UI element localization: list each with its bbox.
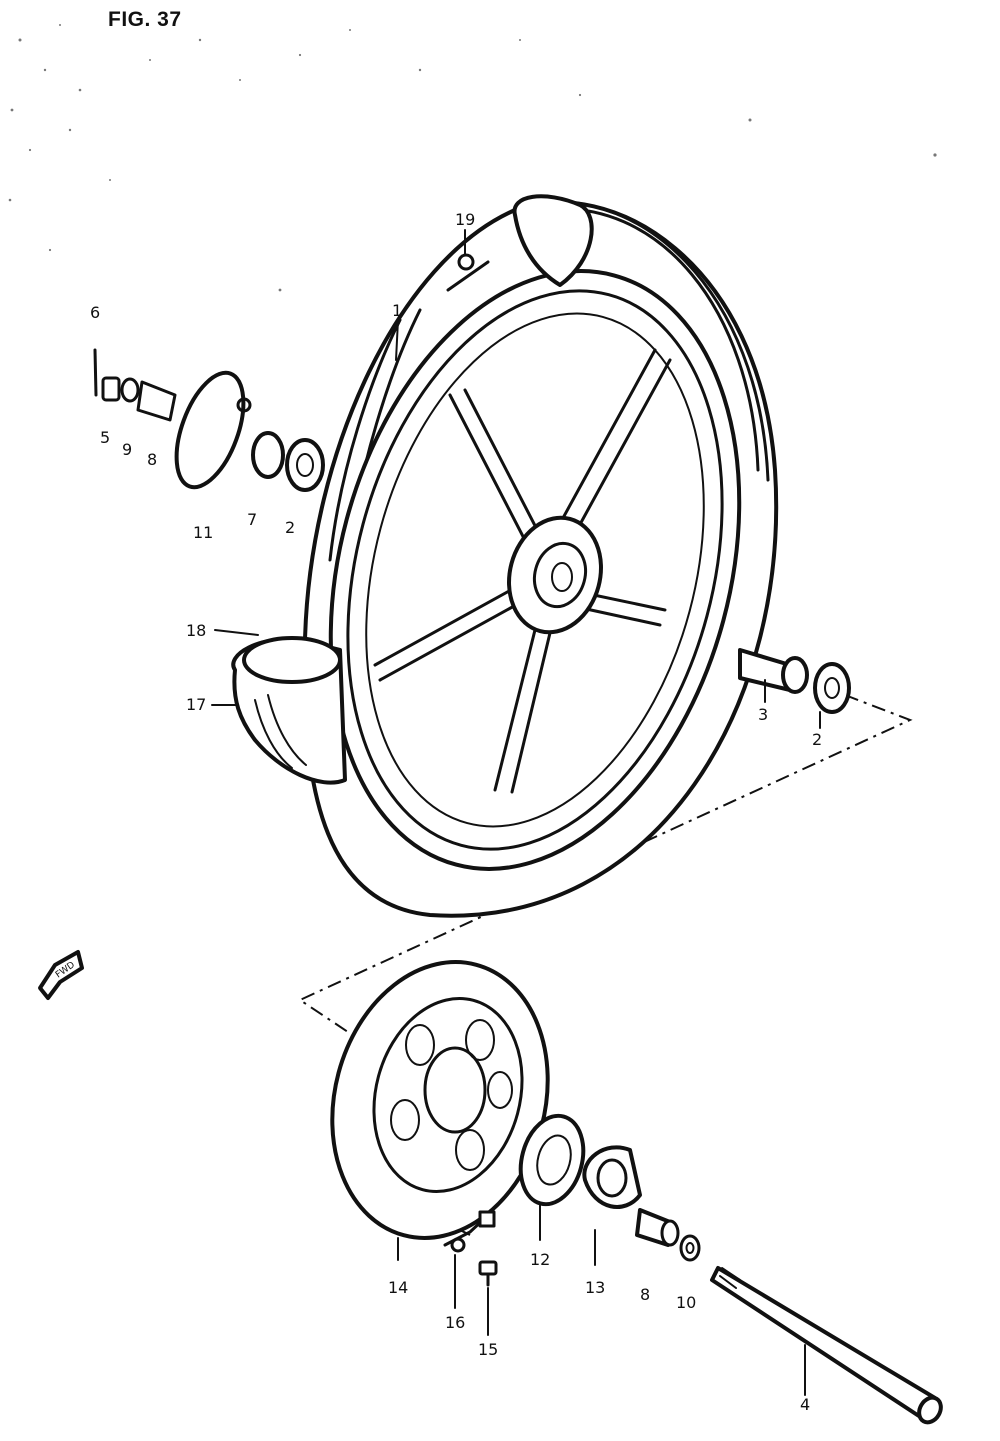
tube-section xyxy=(242,636,342,684)
hub-plate xyxy=(518,1113,586,1207)
brake-disc xyxy=(330,960,550,1240)
leader-1 xyxy=(395,319,399,361)
spoke xyxy=(448,388,547,552)
callout-4: 4 xyxy=(800,1395,810,1414)
callout-13: 13 xyxy=(585,1278,605,1297)
callout-2-right: 2 xyxy=(812,730,822,749)
washer xyxy=(120,377,140,403)
disc-carrier xyxy=(372,997,524,1193)
callout-numbers: 1 2 2 3 4 5 6 7 8 8 9 10 11 12 13 14 15 … xyxy=(90,210,822,1414)
dust-seal xyxy=(251,431,285,479)
disc-cutouts xyxy=(390,1019,513,1171)
right-spacer-bearing xyxy=(738,648,851,714)
callout-17: 17 xyxy=(186,695,206,714)
left-hub-assembly xyxy=(93,348,325,492)
callout-11: 11 xyxy=(193,523,213,542)
tread-line xyxy=(254,699,293,769)
callout-15: 15 xyxy=(478,1340,498,1359)
callout-12: 12 xyxy=(530,1250,550,1269)
tire-cross-section xyxy=(231,636,347,785)
lock-tab-hole xyxy=(450,1237,466,1253)
bearing-left-bore xyxy=(296,453,314,477)
figure-title: FIG. 37 xyxy=(108,8,182,31)
callout-5: 5 xyxy=(100,428,110,447)
disc-lock-washer xyxy=(443,1210,496,1253)
axle-nut xyxy=(101,376,121,402)
spacer-end xyxy=(660,1219,680,1247)
disc-hub-plate xyxy=(518,1113,586,1207)
right-spacer-end xyxy=(781,656,809,694)
callout-6: 6 xyxy=(90,303,100,322)
callout-2-left: 2 xyxy=(285,518,295,537)
front-axle xyxy=(710,1266,943,1425)
callout-leaders xyxy=(211,229,821,1396)
speedometer-gearbox xyxy=(174,370,246,490)
cotter-pin xyxy=(93,348,98,397)
tread-line xyxy=(267,694,307,766)
right-spacer-8 xyxy=(635,1208,680,1247)
bolt-head xyxy=(478,1260,498,1276)
bearing-left xyxy=(285,438,325,492)
axle-head xyxy=(917,1395,943,1425)
gearbox-lug xyxy=(236,397,252,413)
lock-tab-end xyxy=(478,1210,496,1228)
disc-cutout xyxy=(465,1019,495,1061)
callout-10: 10 xyxy=(676,1293,696,1312)
callout-9: 9 xyxy=(122,440,132,459)
rim-inner xyxy=(346,289,724,851)
disc-cutout xyxy=(487,1071,513,1109)
washer-hole xyxy=(685,1242,695,1254)
rim-band-tab xyxy=(512,194,594,287)
speedometer-drive xyxy=(582,1145,642,1209)
callout-8-right: 8 xyxy=(640,1285,650,1304)
wheel-hub xyxy=(507,515,603,635)
drive-face xyxy=(596,1158,628,1198)
hub-center xyxy=(551,562,573,592)
spoke xyxy=(493,608,557,794)
callout-3: 3 xyxy=(758,705,768,724)
guide-line-disc xyxy=(297,694,913,1041)
callout-7: 7 xyxy=(247,510,257,529)
disc-center-hole xyxy=(423,1046,487,1134)
hub-plate-bore xyxy=(536,1134,572,1186)
callout-1: 1 xyxy=(392,301,402,320)
tire-and-rim xyxy=(302,199,779,918)
tread-groove xyxy=(328,318,402,562)
drive-body xyxy=(582,1145,642,1209)
leader-18 xyxy=(214,629,259,636)
axle-thread xyxy=(719,1267,741,1289)
fwd-arrow-icon xyxy=(38,950,84,1000)
callout-14: 14 xyxy=(388,1278,408,1297)
disc-outer xyxy=(330,960,550,1240)
scan-speckle xyxy=(8,24,937,292)
rim-band-tab-shape xyxy=(512,194,594,287)
spoke xyxy=(373,583,527,682)
spacer xyxy=(136,380,177,422)
disc-cutout xyxy=(390,1099,420,1141)
hub-bore xyxy=(532,541,588,609)
callout-8-left: 8 xyxy=(147,450,157,469)
rim-bead xyxy=(365,312,705,828)
bearing-right xyxy=(813,662,851,714)
axle-shaft xyxy=(710,1266,937,1422)
callout-18: 18 xyxy=(186,621,206,640)
valve-stem xyxy=(446,260,490,292)
fwd-arrow: FWD xyxy=(38,950,84,1000)
washer-10 xyxy=(679,1234,701,1262)
washer-outer xyxy=(679,1234,701,1262)
callout-19: 19 xyxy=(455,210,475,229)
callout-16: 16 xyxy=(445,1313,465,1332)
disc-cutout xyxy=(405,1024,435,1066)
disc-cutout xyxy=(455,1129,485,1171)
disc-bolt xyxy=(478,1260,498,1287)
valve-cap xyxy=(457,253,475,271)
bearing-right-bore xyxy=(824,677,840,699)
